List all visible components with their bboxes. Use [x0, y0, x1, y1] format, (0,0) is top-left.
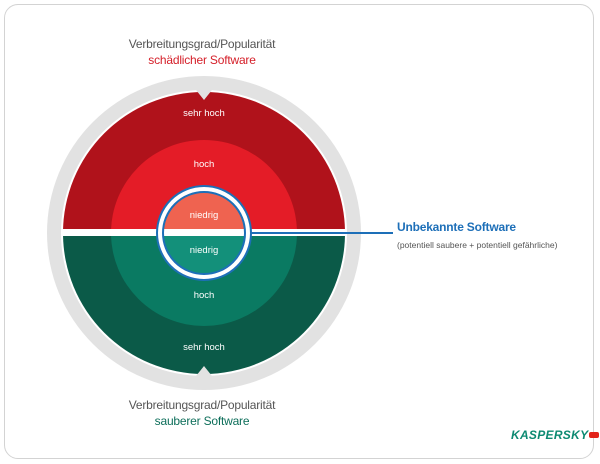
clean-inner-label: niedrig — [190, 245, 219, 256]
unknown-software-subtitle: (potentiell saubere + potentiell gefährl… — [397, 240, 558, 250]
logo-badge — [589, 432, 600, 438]
clean-outer-label: sehr hoch — [183, 342, 225, 353]
top-caption-line1: Verbreitungsgrad/Popularität — [128, 37, 276, 51]
malicious-inner-label: niedrig — [190, 210, 219, 221]
kaspersky-logo: KASPERSKY — [511, 428, 600, 442]
bottom-caption-line2: sauberer Software — [154, 414, 250, 428]
malicious-middle-label: hoch — [194, 159, 215, 170]
unknown-inner-blue-ring — [162, 191, 246, 275]
unknown-software-title: Unbekannte Software — [397, 220, 516, 234]
logo-text: KASPERSKY — [511, 428, 589, 442]
malicious-middle-ring — [111, 140, 297, 229]
bottom-caption: Verbreitungsgrad/Popularität sauberer So… — [0, 397, 404, 429]
malicious-outer-label: sehr hoch — [183, 108, 225, 119]
top-notch — [196, 90, 212, 100]
top-caption-line2: schädlicher Software — [148, 53, 256, 67]
bottom-caption-line1: Verbreitungsgrad/Popularität — [128, 398, 276, 412]
clean-middle-label: hoch — [194, 290, 215, 301]
top-caption: Verbreitungsgrad/Popularität schädlicher… — [0, 36, 404, 68]
malicious-half — [63, 92, 345, 229]
unknown-white-ring — [157, 186, 251, 280]
bottom-notch — [196, 366, 212, 376]
